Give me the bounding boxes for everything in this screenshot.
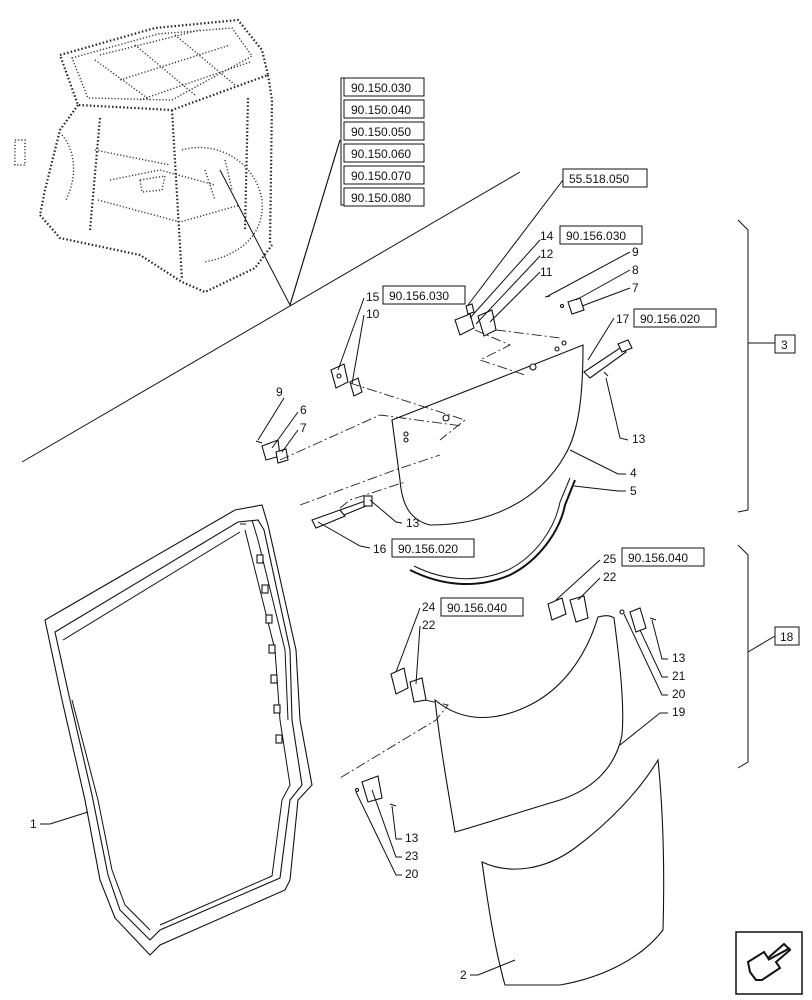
callout-17: 17: [616, 312, 630, 326]
callout-7: 7: [632, 281, 639, 295]
latch-upper-right: [544, 295, 585, 315]
callout-13: 13: [405, 831, 419, 845]
callout-9: 9: [632, 245, 639, 259]
cab-ref[interactable]: 90.150.050: [351, 125, 411, 139]
ref-90-156-040[interactable]: 90.156.040: [628, 551, 688, 565]
cab-refs-bracket: [340, 77, 346, 206]
callout-20: 20: [405, 867, 419, 881]
callout-11: 11: [540, 265, 553, 279]
callout-14: 14: [540, 229, 554, 243]
callout-20: 20: [672, 687, 686, 701]
cab-ref[interactable]: 90.150.080: [351, 191, 411, 205]
ref-90-156-030[interactable]: 90.156.030: [566, 229, 626, 243]
callout-2: 2: [460, 968, 467, 982]
ref-55-518-050[interactable]: 55.518.050: [569, 172, 629, 186]
callout-13: 13: [632, 432, 646, 446]
assembly-lines-lower: [339, 699, 449, 779]
cab-illustration: [14, 18, 274, 294]
group-ref-3[interactable]: 3: [781, 338, 788, 352]
ref-90-156-020[interactable]: 90.156.020: [398, 542, 458, 556]
callout-15: 15: [366, 290, 380, 304]
group-ref-18[interactable]: 18: [780, 630, 794, 644]
separator-line: [21, 171, 521, 463]
callout-8: 8: [632, 263, 639, 277]
cab-refs: 90.150.030 90.150.040 90.150.050 90.150.…: [343, 77, 425, 207]
cab-ref[interactable]: 90.150.030: [351, 81, 411, 95]
latch-lower-left: [354, 775, 397, 807]
callout-16: 16: [373, 542, 387, 556]
ref-90-156-020[interactable]: 90.156.020: [640, 312, 700, 326]
callout-9: 9: [276, 385, 283, 399]
bracket-group-3: [737, 219, 749, 513]
callout-13: 13: [672, 651, 686, 665]
bracket-group-18: [737, 544, 749, 769]
hinge-lower-left: [390, 667, 427, 703]
callout-13: 13: [406, 516, 420, 530]
callout-7: 7: [300, 421, 307, 435]
callout-24: 24: [422, 600, 436, 614]
callout-22: 22: [422, 618, 436, 632]
callout-21: 21: [672, 669, 686, 683]
callout-10: 10: [366, 307, 380, 321]
callout-19: 19: [672, 705, 686, 719]
callout-5: 5: [630, 484, 637, 498]
cab-ref[interactable]: 90.150.070: [351, 169, 411, 183]
latch-lower-right: [619, 607, 657, 633]
lower-glass-19: [434, 615, 624, 833]
arrow-nav-icon[interactable]: [735, 931, 803, 995]
upper-glass-4: [391, 344, 584, 526]
cab-ref[interactable]: 90.150.060: [351, 147, 411, 161]
ref-90-156-040[interactable]: 90.156.040: [447, 601, 507, 615]
latch-upper-left: [255, 439, 289, 464]
callout-1: 1: [30, 817, 37, 831]
assembly-lines-upper: [279, 329, 561, 509]
cab-ref[interactable]: 90.150.040: [351, 103, 411, 117]
callout-6: 6: [300, 403, 307, 417]
callouts: 14 12 11 9 8 7 17 13 15 10 9 6 7 13: [30, 229, 686, 982]
seal-5: [409, 479, 576, 585]
hinge-lower-right: [547, 595, 589, 623]
callout-12: 12: [540, 247, 554, 261]
hinge-upper-left: [330, 363, 363, 397]
door-frame-1: [44, 504, 313, 956]
cab-ref-leader: [219, 139, 341, 307]
callout-4: 4: [630, 466, 637, 480]
callout-23: 23: [405, 849, 419, 863]
lower-glass-2: [481, 758, 665, 986]
callout-25: 25: [603, 552, 617, 566]
ref-90-156-030[interactable]: 90.156.030: [389, 289, 449, 303]
gas-strut-17: [583, 339, 633, 379]
callout-22: 22: [603, 570, 617, 584]
